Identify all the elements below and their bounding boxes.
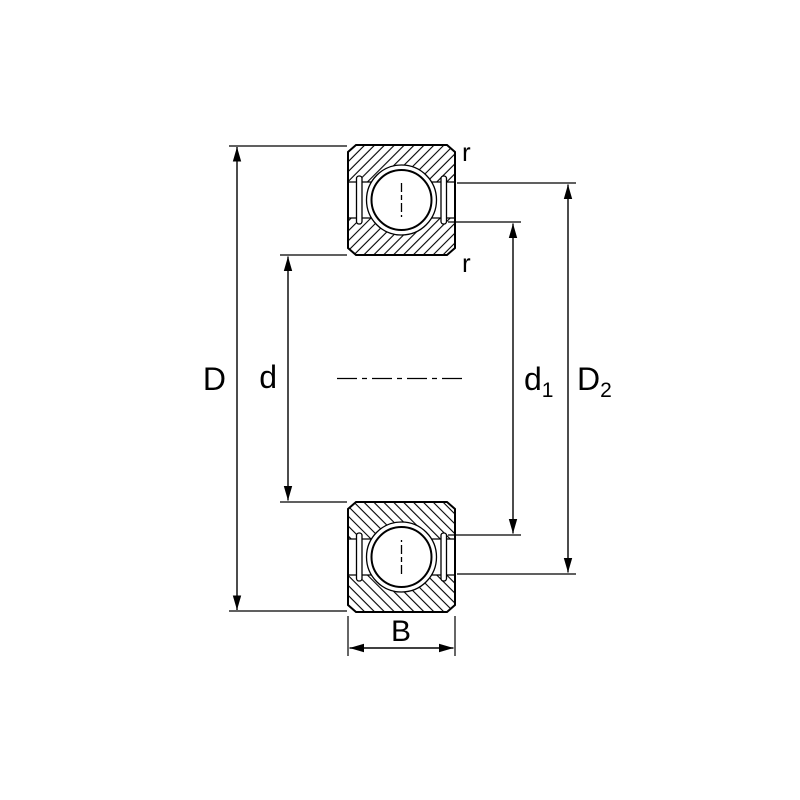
label-D2-subscript: 2 [600,379,612,402]
label-bore-diameter-d: d [259,359,277,395]
shield-right [440,175,448,225]
label-d1-main: d [524,361,542,397]
bearing-section-upper [347,144,456,256]
label-width-B: B [391,615,411,648]
section-outline [347,144,456,256]
label-shoulder-diameter-D2: D2 [577,361,612,402]
label-corner-radius-outer-r: r [462,137,471,167]
label-corner-radius-inner-r: r [462,248,471,278]
label-D2-main: D [577,361,600,397]
label-recess-diameter-d1: d1 [524,361,553,402]
bearing-section-lower [347,501,456,613]
label-outer-diameter-D: D [203,361,226,397]
label-d1-subscript: 1 [542,379,554,402]
shield-left [355,175,363,225]
